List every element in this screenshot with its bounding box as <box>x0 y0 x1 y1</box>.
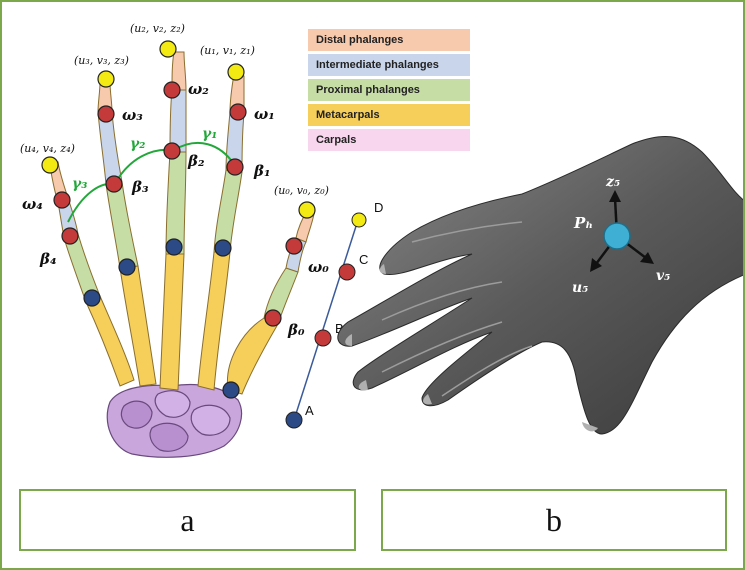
hand-center-label: Pₕ <box>573 214 593 232</box>
joint-marker <box>165 238 183 256</box>
tip-labels: (u₂, v₂, z₂) (u₁, v₁, z₁) (u₃, v₃, z₃) (… <box>20 22 329 197</box>
gamma-label: γ₃ <box>72 176 87 192</box>
joint-marker <box>222 381 240 399</box>
panel-a-label: a <box>19 489 356 551</box>
chain-point-b <box>314 329 332 347</box>
panel-b-label: b <box>381 489 727 551</box>
gamma-arcs <box>67 141 235 223</box>
finger-middle <box>159 51 187 391</box>
beta-label: β₄ <box>39 250 57 268</box>
legend-item-distal: Distal phalanges <box>308 29 470 51</box>
beta-label: β₂ <box>187 152 205 170</box>
omega-label: ω₄ <box>22 195 43 213</box>
legend-item-proximal: Proximal phalanges <box>308 79 470 101</box>
beta-label: β₃ <box>131 178 149 196</box>
omega-label: ω₁ <box>254 105 275 123</box>
chain-label-b: B <box>335 321 344 336</box>
joint-marker <box>163 81 181 99</box>
joint-marker <box>83 289 101 307</box>
joint-marker <box>214 239 232 257</box>
gamma-labels: γ₂ γ₁ γ₃ <box>72 126 217 192</box>
legend-item-carpals: Carpals <box>308 129 470 151</box>
joint-marker <box>229 103 247 121</box>
hand-frame: Pₕ z₅ u₅ v₅ <box>572 174 670 296</box>
tip-label: (u₁, v₁, z₁) <box>200 44 255 57</box>
joint-marker <box>97 105 115 123</box>
joint-marker <box>285 237 303 255</box>
axis-z-label: z₅ <box>605 174 620 190</box>
joint-marker <box>105 175 123 193</box>
omega-label: ω₃ <box>122 106 143 124</box>
beta-labels: β₂ β₃ β₁ β₄ β₀ <box>39 152 305 339</box>
carpals <box>106 383 243 458</box>
beta-label: β₁ <box>253 162 271 180</box>
chain-label-d: D <box>374 200 383 215</box>
tip-marker <box>298 201 316 219</box>
tip-label: (u₄, v₄, z₄) <box>20 142 75 155</box>
legend-item-metacarpals: Metacarpals <box>308 104 470 126</box>
omega-label: ω₂ <box>188 80 209 98</box>
joint-marker <box>53 191 71 209</box>
chain-label-a: A <box>305 403 314 418</box>
legend-item-intermediate: Intermediate phalanges <box>308 54 470 76</box>
tip-marker <box>159 40 177 58</box>
tip-label: (u₀, v₀, z₀) <box>274 184 329 197</box>
tip-marker <box>97 70 115 88</box>
omega-labels: ω₂ ω₃ ω₁ ω₄ ω₀ <box>22 80 329 276</box>
joint-marker <box>264 309 282 327</box>
bone-legend: Distal phalanges Intermediate phalanges … <box>308 29 470 154</box>
axis-v-label: v₅ <box>656 268 670 284</box>
axis-u-label: u₅ <box>572 280 588 296</box>
gamma-label: γ₂ <box>130 136 145 152</box>
beta-label: β₀ <box>287 321 305 339</box>
chain-point-a <box>285 411 303 429</box>
tip-marker <box>41 156 59 174</box>
hand-model <box>337 135 743 435</box>
joint-markers <box>41 40 316 399</box>
joint-marker <box>61 227 79 245</box>
chain-point-c <box>338 263 356 281</box>
tip-label: (u₃, v₃, z₃) <box>74 54 129 67</box>
chain-point-d <box>351 212 367 228</box>
hand-center-marker <box>603 222 631 250</box>
joint-marker <box>163 142 181 160</box>
joint-marker <box>226 158 244 176</box>
joint-marker <box>118 258 136 276</box>
gamma-label: γ₁ <box>202 126 217 142</box>
tip-label: (u₂, v₂, z₂) <box>130 22 185 35</box>
thumb <box>226 211 315 395</box>
chain-label-c: C <box>359 252 368 267</box>
chain-diagram: A B C D <box>285 200 383 429</box>
finger-index <box>197 73 245 391</box>
omega-label: ω₀ <box>308 258 329 276</box>
tip-marker <box>227 63 245 81</box>
